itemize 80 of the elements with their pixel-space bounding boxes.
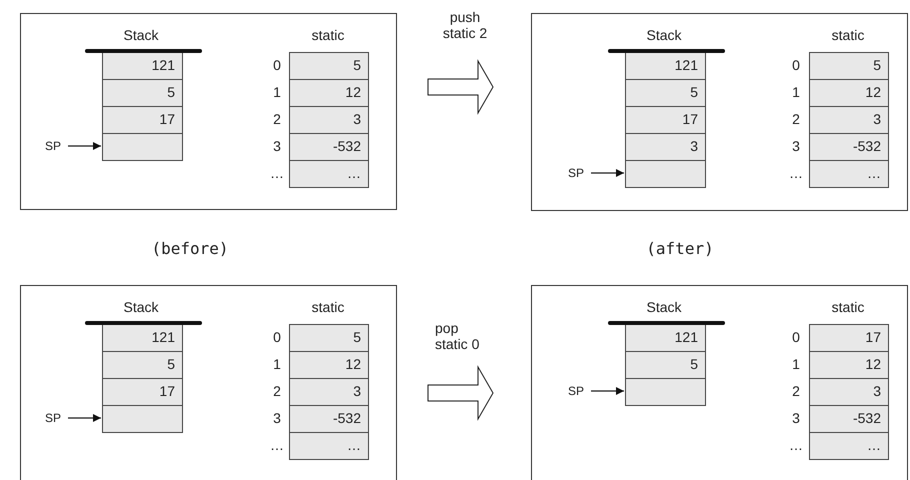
pointer-label: SP bbox=[45, 410, 65, 426]
index-number: 0 bbox=[791, 328, 801, 346]
pointer-arrow bbox=[68, 142, 101, 150]
column-heading: Stack bbox=[122, 26, 160, 44]
memory-cell: 17 bbox=[809, 324, 889, 352]
column-heading: Stack bbox=[122, 298, 160, 316]
empty-memory-cell bbox=[102, 133, 183, 161]
index-number: 3 bbox=[791, 409, 801, 427]
index-number: 1 bbox=[791, 355, 801, 373]
column-heading: static bbox=[830, 26, 866, 44]
memory-cell: 121 bbox=[102, 52, 183, 80]
state-panel bbox=[20, 285, 397, 480]
pointer-arrow bbox=[591, 387, 624, 395]
memory-cell: 12 bbox=[289, 351, 369, 379]
index-number: 0 bbox=[272, 328, 282, 346]
memory-cell: 3 bbox=[289, 378, 369, 406]
empty-memory-cell bbox=[102, 405, 183, 433]
memory-cell: … bbox=[809, 160, 889, 188]
memory-cell: … bbox=[289, 432, 369, 460]
index-number: … bbox=[269, 164, 285, 182]
memory-cell: 12 bbox=[809, 79, 889, 107]
memory-cell: 17 bbox=[625, 106, 706, 134]
state-caption: (after) bbox=[645, 240, 715, 258]
index-number: 2 bbox=[791, 110, 801, 128]
memory-cell: 17 bbox=[102, 378, 183, 406]
memory-cell: 3 bbox=[809, 106, 889, 134]
memory-cell: 12 bbox=[809, 351, 889, 379]
column-heading: Stack bbox=[645, 298, 682, 316]
memory-cell: 17 bbox=[102, 106, 183, 134]
memory-cell: … bbox=[289, 160, 369, 188]
state-panel bbox=[531, 285, 908, 480]
index-number: 1 bbox=[272, 355, 282, 373]
index-number: 1 bbox=[791, 83, 801, 101]
memory-cell: -532 bbox=[289, 405, 369, 433]
memory-cell: -532 bbox=[809, 133, 889, 161]
block-arrow bbox=[428, 59, 494, 115]
memory-cell: 5 bbox=[102, 79, 183, 107]
index-number: 2 bbox=[272, 382, 282, 400]
state-panel bbox=[531, 13, 908, 211]
memory-cell: 5 bbox=[809, 52, 889, 80]
pointer-label: SP bbox=[568, 165, 588, 181]
state-panel bbox=[20, 13, 397, 210]
index-number: 3 bbox=[791, 137, 801, 155]
memory-cell: -532 bbox=[809, 405, 889, 433]
empty-memory-cell bbox=[625, 160, 706, 188]
memory-cell: -532 bbox=[289, 133, 369, 161]
index-number: 0 bbox=[272, 56, 282, 74]
pointer-label: SP bbox=[45, 138, 65, 154]
memory-cell: 5 bbox=[625, 79, 706, 107]
memory-cell: 121 bbox=[625, 52, 706, 80]
pointer-arrow bbox=[68, 414, 101, 422]
memory-cell: 12 bbox=[289, 79, 369, 107]
index-number: … bbox=[269, 436, 285, 454]
memory-cell: 5 bbox=[289, 324, 369, 352]
index-number: 0 bbox=[791, 56, 801, 74]
index-number: 3 bbox=[272, 137, 282, 155]
index-number: 2 bbox=[791, 382, 801, 400]
memory-cell: 5 bbox=[625, 351, 706, 379]
pointer-label: SP bbox=[568, 383, 588, 399]
memory-cell: 3 bbox=[625, 133, 706, 161]
column-heading: Stack bbox=[645, 26, 682, 44]
block-arrow bbox=[428, 365, 494, 421]
state-caption: (before) bbox=[150, 240, 230, 258]
index-number: … bbox=[788, 164, 804, 182]
empty-memory-cell bbox=[625, 378, 706, 406]
column-heading: static bbox=[310, 26, 346, 44]
memory-cell: … bbox=[809, 432, 889, 460]
index-number: 1 bbox=[272, 83, 282, 101]
index-number: … bbox=[788, 436, 804, 454]
memory-cell: 3 bbox=[809, 378, 889, 406]
memory-cell: 121 bbox=[102, 324, 183, 352]
index-number: 3 bbox=[272, 409, 282, 427]
column-heading: static bbox=[830, 298, 866, 316]
memory-cell: 5 bbox=[289, 52, 369, 80]
memory-cell: 3 bbox=[289, 106, 369, 134]
memory-cell: 5 bbox=[102, 351, 183, 379]
pointer-arrow bbox=[591, 169, 624, 177]
memory-cell: 121 bbox=[625, 324, 706, 352]
column-heading: static bbox=[310, 298, 346, 316]
index-number: 2 bbox=[272, 110, 282, 128]
